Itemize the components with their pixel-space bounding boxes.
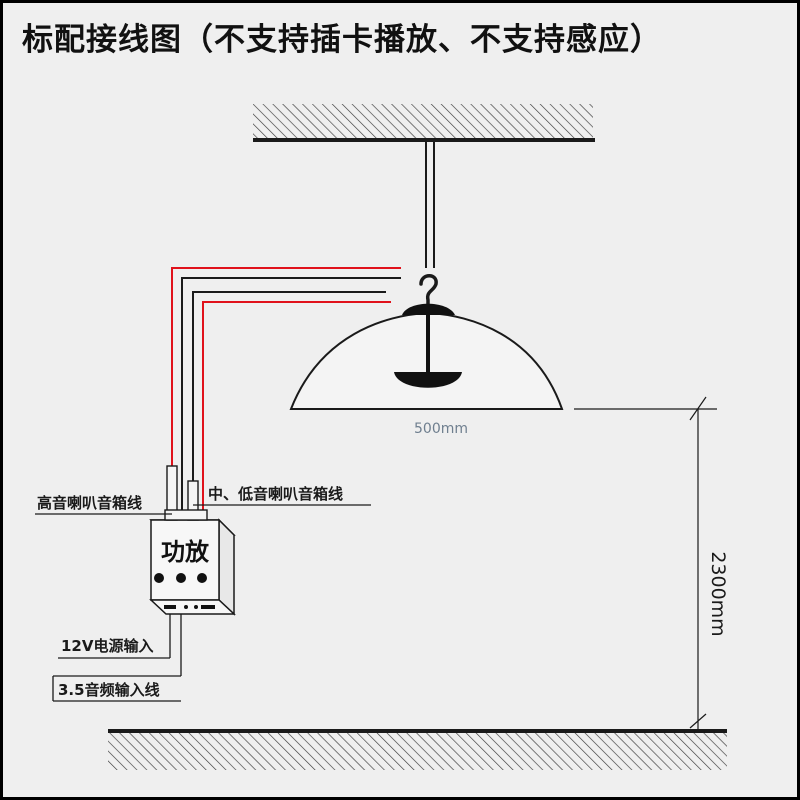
wire-labels: 高音喇叭音箱线 中、低音喇叭音箱线 [35, 485, 371, 515]
amplifier: 功放 [149, 518, 236, 616]
amplifier-side [218, 518, 235, 616]
hook-icon [419, 274, 438, 306]
tweeter-wire-label: 高音喇叭音箱线 [37, 494, 142, 512]
wiring-diagram: 500mm 2300mm [35, 104, 729, 770]
audio-input-label: 3.5音频输入线 [58, 681, 160, 699]
floor [108, 729, 727, 770]
diagram-frame: 标配接线图（不支持插卡播放、不支持感应） [3, 3, 797, 797]
pendant-lamp [289, 303, 564, 410]
lamp-width-label: 500mm [414, 421, 468, 437]
height-tick-bottom [689, 713, 707, 729]
bottom-ports-icon [164, 605, 215, 609]
midlow-wire-label: 中、低音喇叭音箱线 [208, 485, 343, 503]
input-cables: 12V电源输入 3.5音频输入线 [52, 614, 182, 702]
midlow-wire-black [192, 291, 386, 514]
wire-connectors [164, 465, 208, 521]
connector-collar [164, 509, 208, 521]
midlow-wire-red [202, 301, 391, 514]
lamp-bulb [394, 372, 462, 388]
tweeter-wire-red [171, 267, 401, 514]
page-title: 标配接线图（不支持插卡播放、不支持感应） [22, 22, 662, 58]
floor-hatch [108, 733, 727, 770]
power-input-label: 12V电源输入 [61, 637, 153, 655]
diagram-stage: 标配接线图（不支持插卡播放、不支持感应） [3, 3, 797, 797]
amplifier-bottom [149, 599, 236, 615]
ceiling [253, 104, 595, 142]
height-tick-top [689, 396, 707, 421]
tweeter-wire-black [181, 277, 401, 514]
suspension-rod [425, 141, 435, 268]
height-label: 2300mm [707, 551, 729, 636]
speaker-wires [171, 267, 401, 514]
port-dots-icon [154, 573, 207, 583]
ceiling-hatch [253, 104, 593, 140]
height-dimension: 2300mm [574, 396, 729, 731]
amplifier-label: 功放 [161, 538, 210, 566]
lamp-width-dimension: 500mm [414, 421, 468, 437]
